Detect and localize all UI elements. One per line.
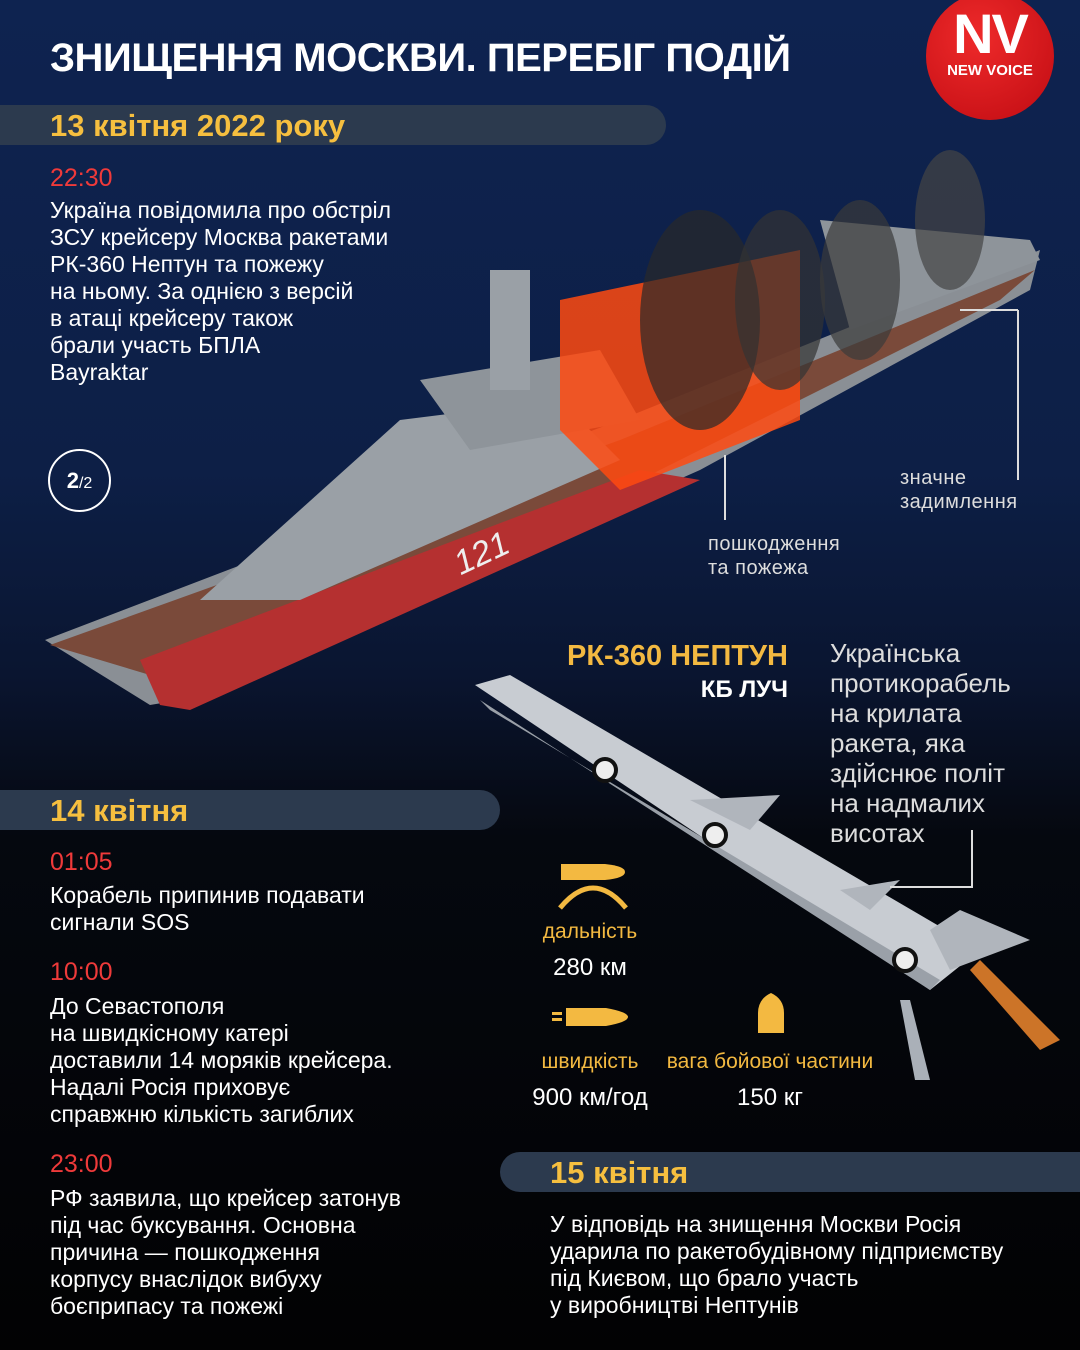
callout-line-missile-h	[890, 886, 973, 888]
speed-missile-icon	[552, 1008, 628, 1026]
page-total: /2	[78, 475, 93, 492]
warhead-icon	[758, 993, 784, 1033]
date-label: 15 квітня	[550, 1155, 689, 1190]
callout-line-damage	[724, 455, 726, 520]
missile-name: РК-360 НЕПТУН	[567, 640, 788, 672]
callout-smoke: значне задимлення	[900, 467, 1018, 513]
spec-range-label: дальність	[542, 920, 638, 943]
spec-speed-value: 900 км/год	[532, 1084, 648, 1111]
logo-sub: NEW VOICE	[947, 62, 1033, 79]
spec-warhead-label: вага бойової частини	[666, 1050, 874, 1073]
event-text: Корабель припинив подавати сигнали SOS	[50, 882, 365, 935]
cruiser-illustration: 121	[45, 150, 1040, 710]
callout-line-missile	[971, 830, 973, 887]
event-time: 01:05	[50, 848, 113, 876]
date-band-15-april: 15 квітня	[500, 1152, 1080, 1192]
date-label: 14 квітня	[50, 793, 189, 828]
date-band-13-april: 13 квітня 2022 року	[0, 105, 666, 145]
nv-logo[interactable]: NV NEW VOICE	[926, 0, 1054, 120]
range-arc-icon	[558, 864, 628, 910]
spec-warhead-value: 150 кг	[737, 1084, 803, 1111]
spec-speed-label: швидкість	[541, 1050, 639, 1073]
event-text: РФ заявила, що крейсер затонув під час б…	[50, 1185, 401, 1319]
missile-description: Українська протикорабель на крилата раке…	[830, 638, 1011, 848]
event-time: 10:00	[50, 958, 113, 986]
page-title: ЗНИЩЕННЯ МОСКВИ. ПЕРЕБІГ ПОДІЙ	[50, 36, 791, 80]
missile-maker: КБ ЛУЧ	[700, 676, 788, 703]
callout-damage: пошкодження та пожежа	[708, 533, 841, 579]
page-indicator: 2/2	[48, 449, 111, 512]
date-band-14-april: 14 квітня	[0, 790, 500, 830]
spec-range-value: 280 км	[553, 954, 627, 981]
page-current: 2	[66, 468, 79, 493]
callout-line-smoke-h	[960, 309, 1018, 311]
event-time: 23:00	[50, 1150, 113, 1178]
event-time: 22:30	[50, 164, 113, 192]
event-text: У відповідь на знищення Москви Росія уда…	[550, 1211, 1004, 1318]
logo-main: NV	[953, 2, 1029, 65]
event-text: До Севастополя на швидкісному катері дос…	[50, 993, 393, 1127]
missile-illustration	[475, 675, 1060, 1080]
date-label: 13 квітня 2022 року	[50, 108, 346, 143]
event-text: Україна повідомила про обстріл ЗСУ крейс…	[50, 197, 392, 385]
callout-line-smoke	[1017, 310, 1019, 480]
